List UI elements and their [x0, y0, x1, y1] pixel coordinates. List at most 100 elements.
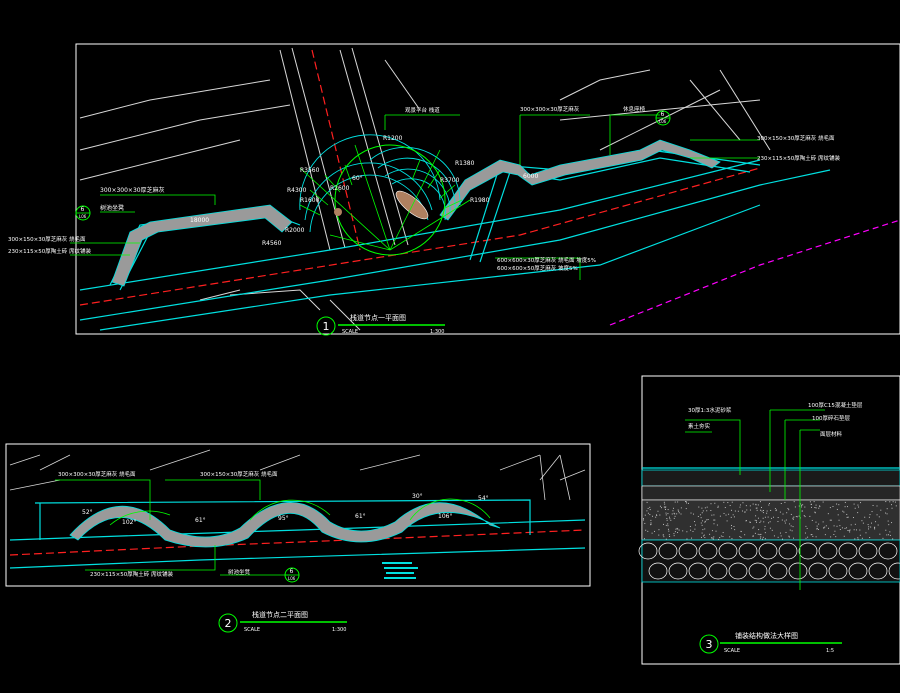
concrete-aggregate — [651, 532, 653, 534]
concrete-aggregate — [713, 519, 715, 521]
concrete-aggregate — [752, 527, 754, 529]
concrete-aggregate — [763, 521, 765, 523]
concrete-aggregate — [678, 510, 680, 512]
concrete-aggregate — [780, 502, 782, 504]
concrete-aggregate — [762, 517, 764, 519]
gravel-stone — [748, 562, 768, 580]
concrete-aggregate — [650, 522, 652, 524]
callout-d1-4: 600×600×30厚芝麻灰 烧毛面 坡度5% — [497, 256, 596, 264]
concrete-aggregate — [836, 508, 838, 510]
concrete-aggregate — [649, 506, 651, 508]
concrete-aggregate — [792, 518, 794, 520]
concrete-aggregate — [749, 521, 751, 523]
concrete-aggregate — [845, 527, 847, 529]
concrete-aggregate — [665, 514, 667, 516]
concrete-aggregate — [755, 504, 757, 506]
concrete-aggregate — [651, 515, 653, 517]
concrete-aggregate — [857, 512, 859, 514]
callout-d1-3: 230×115×50厚陶土砖 席纹铺装 — [8, 247, 91, 255]
concrete-aggregate — [870, 526, 872, 528]
concrete-aggregate — [790, 525, 792, 527]
layer-label-1: 素土夯实 — [688, 422, 711, 430]
concrete-aggregate — [798, 505, 800, 507]
callout-d1-5: 600×600×50厚芝麻灰 坡度5% — [497, 264, 578, 272]
concrete-aggregate — [809, 515, 811, 517]
layer-gravel — [641, 539, 900, 583]
radius-dimension-lines — [299, 144, 471, 251]
drawing-1-frame — [75, 43, 900, 335]
concrete-aggregate — [698, 506, 700, 508]
drawing-3-scale-value: 1:5 — [826, 648, 834, 654]
gravel-stone — [858, 542, 878, 560]
concrete-aggregate — [794, 506, 796, 508]
concrete-aggregate — [722, 536, 724, 538]
concrete-aggregate — [650, 519, 652, 521]
concrete-aggregate — [777, 517, 779, 519]
gravel-stone — [848, 562, 868, 580]
concrete-aggregate — [701, 507, 703, 509]
concrete-aggregate — [775, 510, 777, 512]
drawing-1-plan: 300×300×30厚芝麻灰 树池坐凳 300×150×30厚芝麻灰 烧毛面 2… — [8, 43, 900, 336]
concrete-aggregate — [759, 534, 761, 536]
concrete-aggregate — [762, 536, 764, 538]
concrete-aggregate — [875, 521, 877, 523]
concrete-aggregate — [663, 506, 665, 508]
concrete-aggregate — [682, 530, 684, 532]
gravel-stone — [828, 562, 848, 580]
section-ref-d1-left[interactable]: 6 L06 — [75, 205, 91, 221]
d2-leaders — [55, 479, 491, 576]
concrete-aggregate — [660, 507, 662, 509]
callout-d1-1b: 300×300×30厚芝麻灰 — [520, 105, 580, 113]
section-ref-d2[interactable]: 6 L06 — [284, 567, 300, 583]
callout-d2-0: 300×300×30厚芝麻灰 烧毛面 — [58, 470, 136, 478]
drawing-2-number: 2 — [225, 617, 232, 630]
concrete-aggregate — [877, 524, 879, 526]
concrete-aggregate — [842, 510, 844, 512]
concrete-aggregate — [815, 521, 817, 523]
walkway-paving — [111, 139, 721, 287]
concrete-aggregate — [807, 536, 809, 538]
concrete-aggregate — [868, 528, 870, 530]
callout-d2-1: 300×150×30厚芝麻灰 烧毛面 — [200, 470, 278, 478]
concrete-aggregate — [817, 529, 819, 531]
concrete-aggregate — [764, 516, 766, 518]
concrete-aggregate — [806, 527, 808, 529]
concrete-aggregate — [824, 526, 826, 528]
concrete-aggregate — [711, 537, 713, 539]
concrete-aggregate — [764, 532, 766, 534]
concrete-aggregate — [667, 513, 669, 515]
concrete-aggregate — [784, 520, 786, 522]
concrete-aggregate — [788, 535, 790, 537]
concrete-aggregate — [684, 501, 686, 503]
concrete-aggregate — [714, 502, 716, 504]
layer-label-2: 100厚C15混凝土垫层 — [808, 401, 863, 409]
concrete-aggregate — [694, 528, 696, 530]
concrete-aggregate — [839, 528, 841, 530]
concrete-aggregate — [731, 538, 733, 540]
concrete-aggregate — [827, 513, 829, 515]
section-ref-d1-right[interactable]: 6 L06 — [655, 110, 671, 126]
callout-d1-6: 树池坐凳 — [100, 204, 124, 212]
dim-d1-1: 6000 — [523, 173, 538, 180]
drawing-3-number: 3 — [706, 638, 713, 651]
concrete-aggregate — [749, 505, 751, 507]
concrete-aggregate — [731, 501, 733, 503]
concrete-aggregate — [805, 537, 807, 539]
tree-pit — [334, 208, 342, 216]
concrete-aggregate — [723, 501, 725, 503]
concrete-aggregate — [768, 522, 770, 524]
gravel-stone — [798, 542, 818, 560]
concrete-aggregate — [773, 516, 775, 518]
gravel-stone — [648, 562, 668, 580]
concrete-aggregate — [769, 527, 771, 529]
concrete-aggregate — [690, 529, 692, 531]
gravel-stone — [678, 542, 698, 560]
concrete-aggregate — [892, 501, 894, 503]
concrete-aggregate — [755, 515, 757, 517]
concrete-aggregate — [710, 509, 712, 511]
gravel-pattern — [638, 542, 900, 580]
concrete-aggregate — [771, 529, 773, 531]
concrete-aggregate — [702, 529, 704, 531]
concrete-aggregate — [854, 538, 856, 540]
section-ref-sub: L06 — [79, 214, 87, 219]
